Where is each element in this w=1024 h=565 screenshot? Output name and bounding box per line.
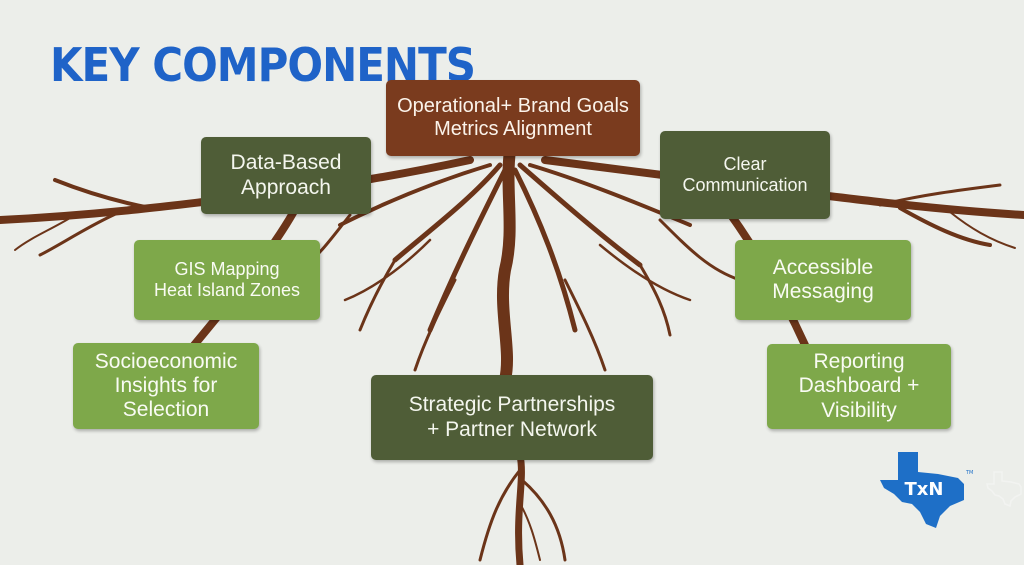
root-right-branch-up (878, 183, 1002, 207)
root-bottom-twig (517, 499, 541, 561)
node-operational-goals: Operational+ Brand Goals Metrics Alignme… (386, 80, 640, 156)
node-clear-communication-label: Clear Communication (682, 154, 808, 195)
node-socioeconomic-insights: Socioeconomic Insights for Selection (73, 343, 259, 429)
root-bottom-branch-left (478, 468, 522, 562)
txn-texas-logo: TxN TM (880, 452, 973, 528)
root-bottom-branch-right (520, 478, 567, 562)
root-main (497, 144, 516, 386)
root-fan-12 (598, 243, 692, 302)
root-fan-13 (658, 218, 742, 282)
node-data-based-approach-label: Data-Based Approach (230, 151, 342, 199)
root-fan-5 (338, 163, 492, 227)
root-left-branch-up (53, 178, 152, 210)
root-fan-11 (343, 238, 432, 302)
root-fan-8 (638, 263, 672, 337)
root-fan-4 (517, 162, 643, 268)
root-right-branch-down (898, 206, 992, 247)
root-fan-2 (427, 167, 508, 333)
root-fan-10 (563, 278, 607, 372)
root-left-branch-down (38, 210, 122, 257)
root-fan-1 (392, 162, 503, 263)
node-accessible-messaging-label: Accessible Messaging (772, 255, 874, 303)
node-accessible-messaging: Accessible Messaging (735, 240, 911, 320)
node-data-based-approach: Data-Based Approach (201, 137, 371, 214)
root-right-twig (949, 211, 1016, 249)
txn-watermark-logo (986, 471, 1022, 508)
root-fan-7 (358, 258, 397, 332)
root-fan-9 (413, 278, 457, 372)
node-reporting-dashboard: Reporting Dashboard + Visibility (767, 344, 951, 429)
texas-shape (880, 452, 964, 528)
node-operational-goals-label: Operational+ Brand Goals Metrics Alignme… (397, 95, 629, 140)
root-fan-3 (512, 167, 578, 333)
root-left-twig (14, 217, 71, 251)
root-bottom (515, 451, 525, 565)
node-gis-mapping-label: GIS Mapping Heat Island Zones (153, 259, 301, 300)
node-strategic-partnerships: Strategic Partnerships + Partner Network (371, 375, 653, 460)
node-reporting-dashboard-label: Reporting Dashboard + Visibility (798, 350, 920, 422)
node-socioeconomic-insights-label: Socioeconomic Insights for Selection (94, 349, 238, 422)
node-strategic-partnerships-label: Strategic Partnerships + Partner Network (408, 393, 616, 441)
logo-text: TxN (905, 479, 944, 500)
node-clear-communication: Clear Communication (660, 131, 830, 219)
logo-tm: TM (965, 470, 973, 476)
node-gis-mapping: GIS Mapping Heat Island Zones (134, 240, 320, 320)
